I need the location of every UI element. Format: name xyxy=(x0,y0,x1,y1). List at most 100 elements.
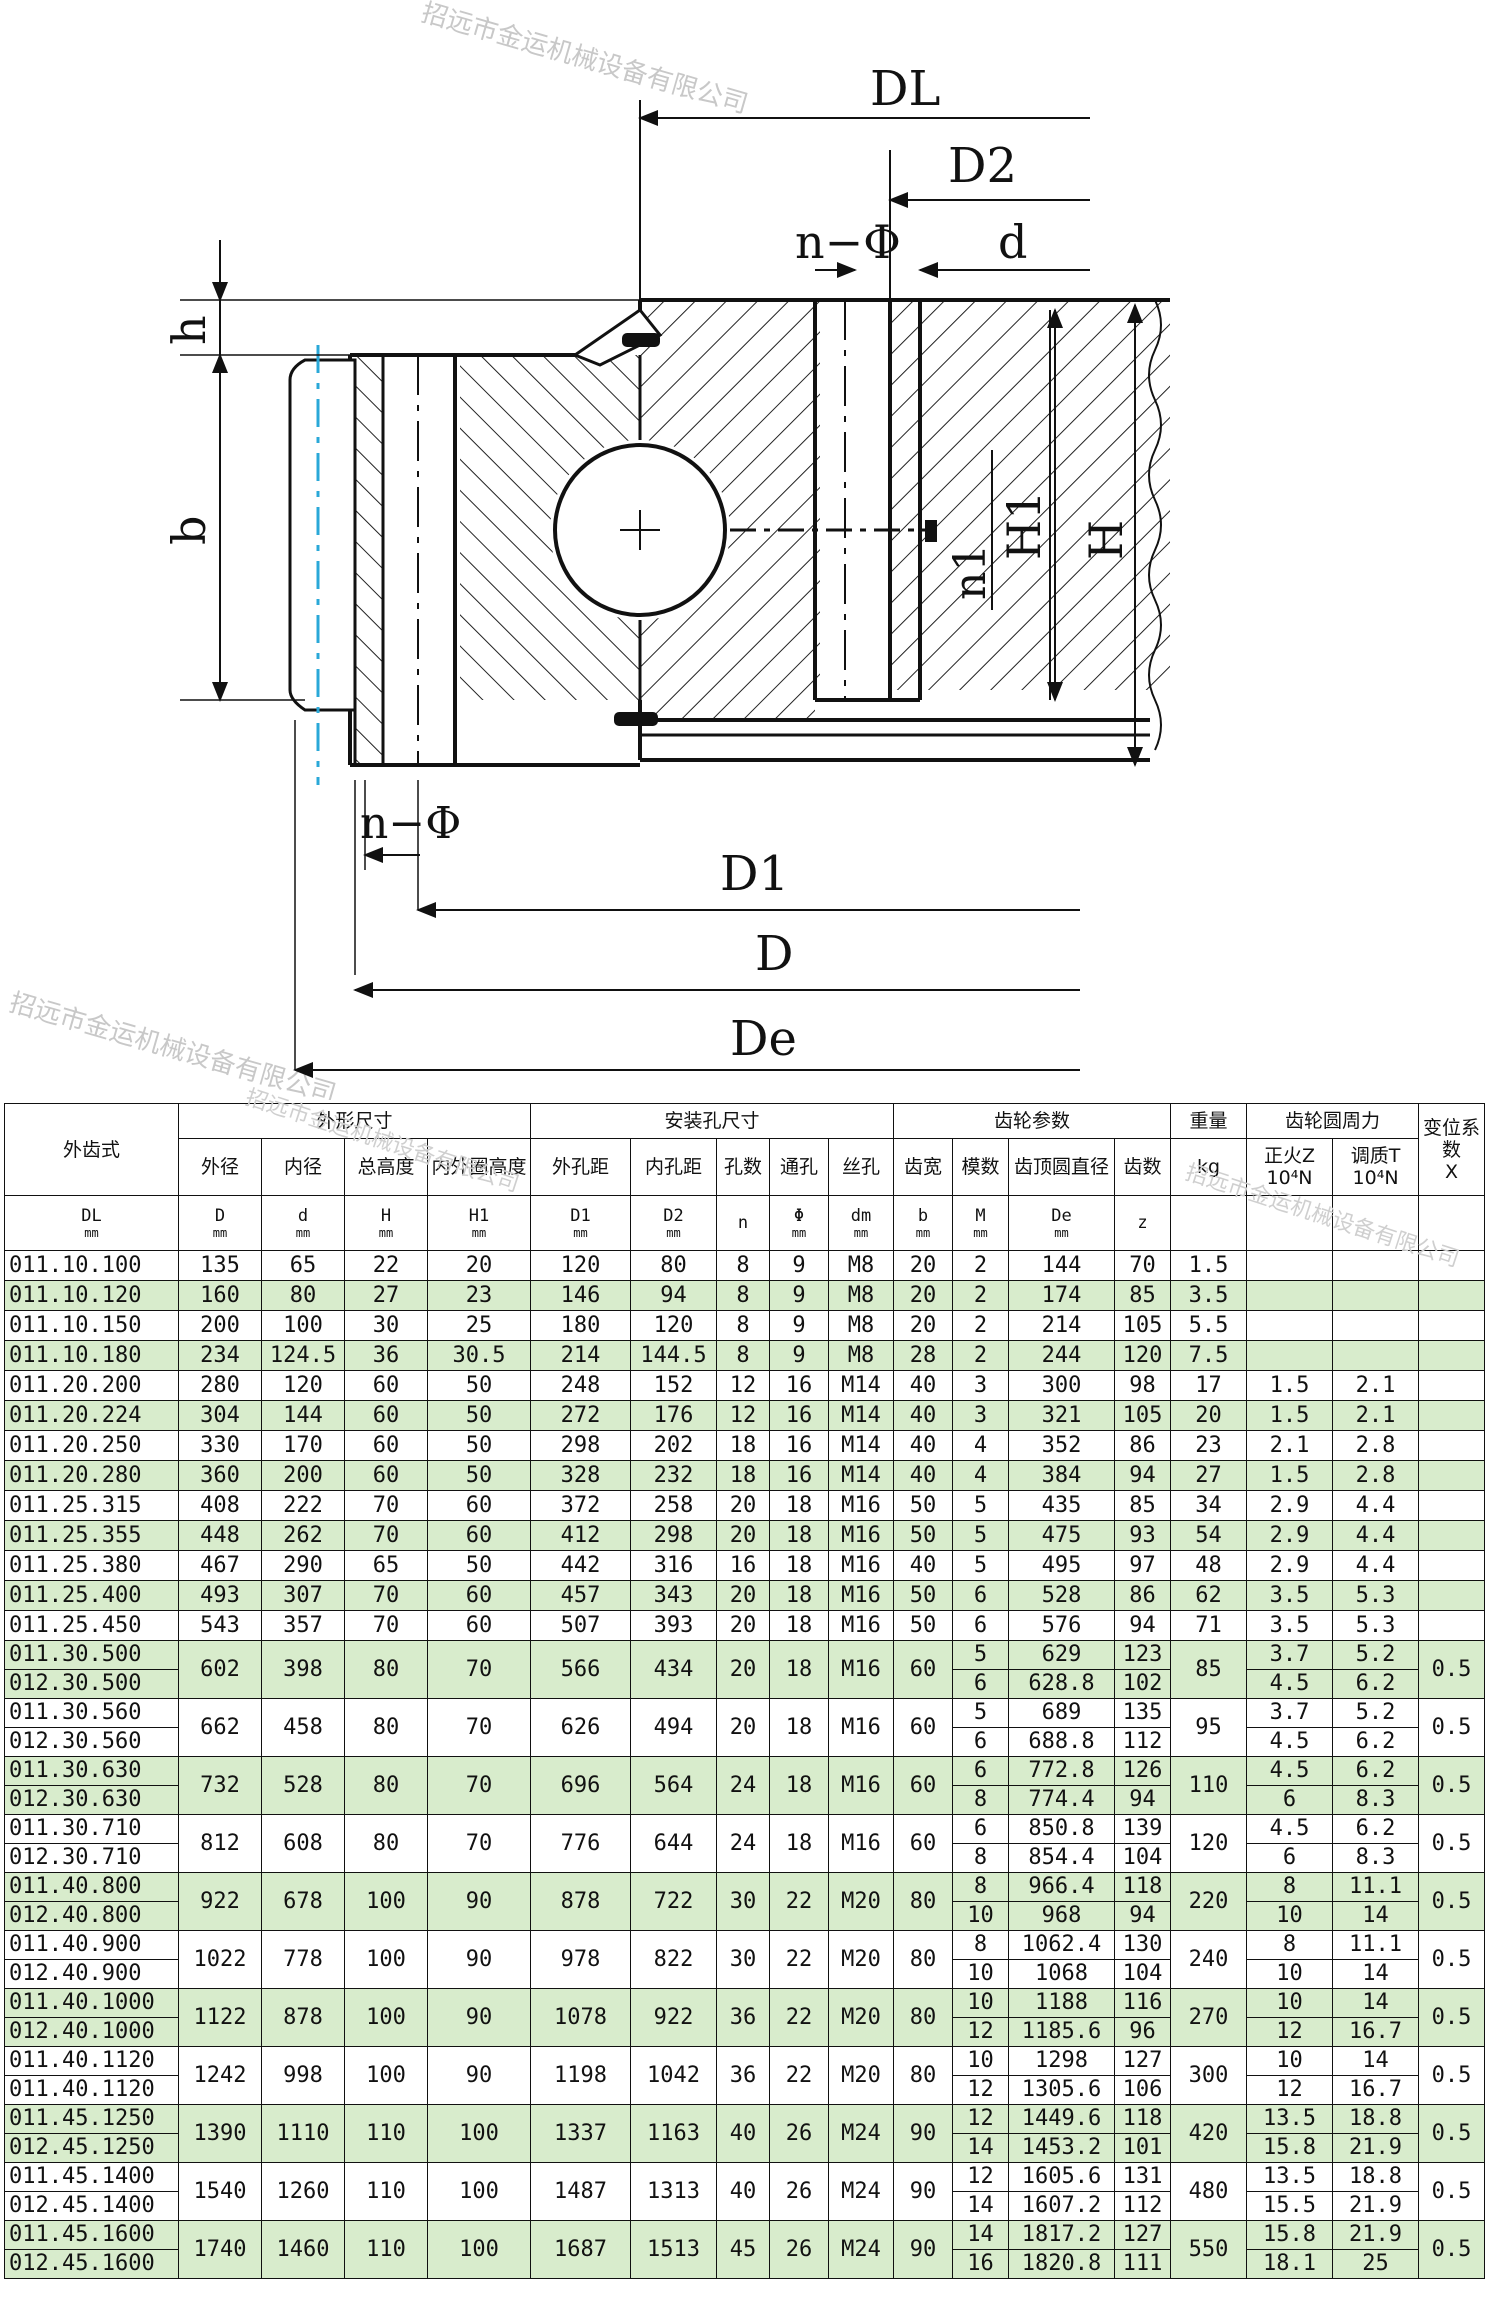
cell-module: 12 xyxy=(952,2017,1010,2047)
cell-tip-diameter: 300 xyxy=(1008,1370,1116,1401)
cell-model: 011.10.120 xyxy=(4,1280,179,1311)
cell-outer-diameter: 448 xyxy=(178,1520,262,1551)
cell-force-normalized: 2.9 xyxy=(1246,1490,1334,1521)
cell-shift-coefficient xyxy=(1418,1310,1486,1341)
header-symbol-empty-1 xyxy=(1246,1195,1334,1251)
header-symbol-text: Φ xyxy=(793,1206,805,1226)
header-symbol-7: n xyxy=(716,1195,771,1251)
cell-force-tempered: 11.1 xyxy=(1332,1872,1420,1902)
cell-through-hole: 18 xyxy=(769,1520,830,1551)
header-unit-text: mm xyxy=(573,1226,588,1240)
cell-shift-coefficient xyxy=(1418,1250,1486,1281)
cell-through-hole: 22 xyxy=(769,1930,830,1989)
cell-outer-hole-distance: 878 xyxy=(530,1872,632,1931)
header-symbol-text: D1 xyxy=(570,1206,591,1226)
cell-total-height: 22 xyxy=(344,1250,428,1281)
cell-through-hole: 18 xyxy=(769,1580,830,1611)
cell-hole-count: 36 xyxy=(716,1988,771,2047)
cell-force-tempered: 18.8 xyxy=(1332,2162,1420,2192)
cell-tooth-width: 40 xyxy=(893,1460,954,1491)
cell-tip-diameter: 629 xyxy=(1008,1640,1116,1670)
header-symbol-text: dm xyxy=(850,1206,872,1226)
cell-force-normalized: 6 xyxy=(1246,1785,1334,1815)
header-group-outline: 外形尺寸 xyxy=(177,1103,532,1139)
cell-inner-hole-distance: 232 xyxy=(630,1460,718,1491)
cell-tip-diameter: 1453.2 xyxy=(1008,2133,1116,2163)
header-unit-text: mm xyxy=(853,1226,869,1240)
cell-tooth-count: 106 xyxy=(1114,2075,1172,2105)
header-group-mounting: 安装孔尺寸 xyxy=(530,1103,895,1139)
cell-thread-hole: M20 xyxy=(828,1988,895,2047)
cell-model: 011.25.315 xyxy=(4,1490,179,1521)
cell-shift-coefficient xyxy=(1418,1430,1486,1461)
header-name-12: 齿数 xyxy=(1114,1138,1172,1196)
ball-element xyxy=(553,355,937,700)
header-name-5: 内孔距 xyxy=(630,1138,718,1196)
header-name-text: kg xyxy=(1196,1156,1221,1178)
cell-tooth-count: 101 xyxy=(1114,2133,1172,2163)
cell-hole-count: 18 xyxy=(716,1460,771,1491)
header-type: 外齿式 xyxy=(4,1103,179,1196)
cell-tooth-count: 130 xyxy=(1114,1930,1172,1960)
label-b: b xyxy=(162,516,216,545)
cell-weight: 300 xyxy=(1170,2046,1248,2105)
cell-tip-diameter: 214 xyxy=(1008,1310,1116,1341)
cell-through-hole: 26 xyxy=(769,2104,830,2163)
cell-module: 2 xyxy=(952,1340,1010,1371)
cell-through-hole: 9 xyxy=(769,1280,830,1311)
cell-shift-coefficient: 0.5 xyxy=(1418,1756,1486,1815)
cell-model: 011.45.1250 xyxy=(4,2104,179,2134)
seals xyxy=(571,307,663,726)
cell-hole-count: 40 xyxy=(716,2104,771,2163)
cell-thread-hole: M8 xyxy=(828,1250,895,1281)
cell-force-normalized xyxy=(1246,1310,1334,1341)
cell-inner-hole-distance: 564 xyxy=(630,1756,718,1815)
header-name-6: 孔数 xyxy=(716,1138,771,1196)
header-name-text: 齿顶圆直径 xyxy=(1014,1156,1110,1178)
header-group-force: 齿轮圆周力 xyxy=(1246,1103,1420,1139)
cell-inner-diameter: 398 xyxy=(261,1640,345,1699)
cell-force-tempered: 5.3 xyxy=(1332,1610,1420,1641)
header-force-name: 正火Z xyxy=(1264,1145,1316,1167)
cell-shift-coefficient xyxy=(1418,1610,1486,1641)
header-unit-text: mm xyxy=(84,1226,99,1240)
cell-inner-hole-distance: 1313 xyxy=(630,2162,718,2221)
spec-table-container: 外齿式 外形尺寸 安装孔尺寸 齿轮参数 重量 齿轮圆周力 变位系数 X 外径内径… xyxy=(0,1085,1500,2279)
cell-total-height: 30 xyxy=(344,1310,428,1341)
cell-force-tempered: 14 xyxy=(1332,1901,1420,1931)
cell-model: 011.40.800 xyxy=(4,1872,179,1902)
cell-tooth-count: 105 xyxy=(1114,1310,1172,1341)
cell-weight: 27 xyxy=(1170,1460,1248,1491)
cell-total-height: 60 xyxy=(344,1400,428,1431)
cell-tooth-count: 94 xyxy=(1114,1901,1172,1931)
cell-model: 012.40.800 xyxy=(4,1901,179,1931)
header-name-text: 内径 xyxy=(283,1156,322,1178)
cell-force-normalized: 4.5 xyxy=(1246,1727,1334,1757)
cell-module: 14 xyxy=(952,2220,1010,2250)
cell-model: 012.30.710 xyxy=(4,1843,179,1873)
header-group-gear: 齿轮参数 xyxy=(893,1103,1172,1139)
cell-hole-count: 45 xyxy=(716,2220,771,2279)
cell-inner-hole-distance: 144.5 xyxy=(630,1340,718,1371)
cell-model: 011.40.1000 xyxy=(4,1988,179,2018)
cell-module: 12 xyxy=(952,2104,1010,2134)
cell-ring-height: 70 xyxy=(426,1640,532,1699)
cell-outer-hole-distance: 1198 xyxy=(530,2046,632,2105)
header-name-9: 齿宽 xyxy=(893,1138,954,1196)
header-unit-text: mm xyxy=(295,1226,311,1240)
header-symbol-13: z xyxy=(1114,1195,1172,1251)
cell-weight: 550 xyxy=(1170,2220,1248,2279)
cell-tip-diameter: 688.8 xyxy=(1008,1727,1116,1757)
cell-force-normalized: 10 xyxy=(1246,2046,1334,2076)
cell-module: 5 xyxy=(952,1550,1010,1581)
cell-weight: 120 xyxy=(1170,1814,1248,1873)
cell-tip-diameter: 174 xyxy=(1008,1280,1116,1311)
cell-total-height: 80 xyxy=(344,1814,428,1873)
